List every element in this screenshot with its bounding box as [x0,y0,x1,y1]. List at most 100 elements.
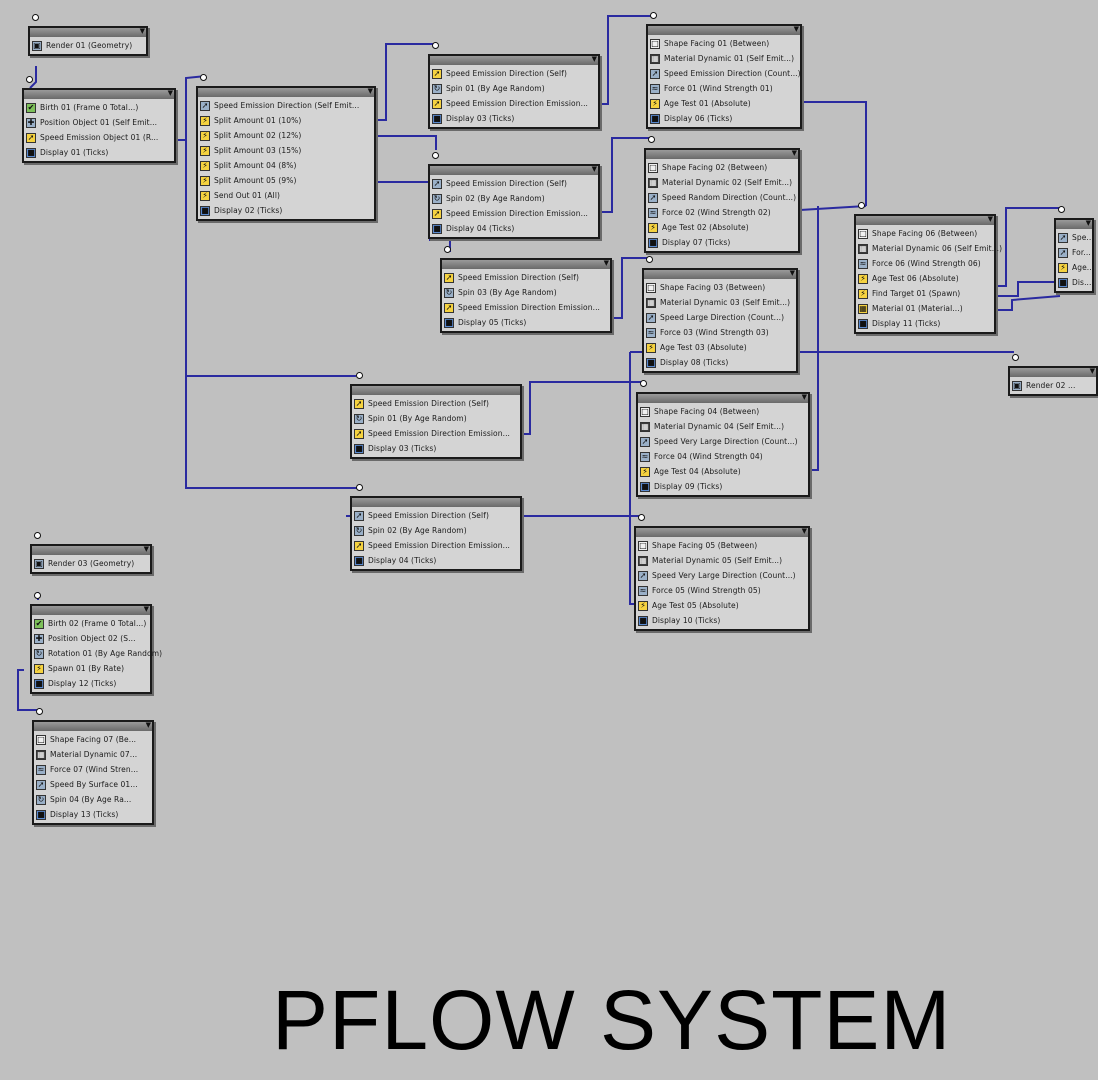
chevron-down-icon[interactable]: ▼ [143,605,149,613]
event-node[interactable]: ▼□Shape Facing 01 (Between)▦Material Dyn… [646,24,802,129]
input-port[interactable] [648,136,655,143]
operator-row[interactable]: ▦Material Dynamic 05 (Self Emit...) [638,553,808,568]
node-header[interactable]: ▼ [30,26,146,37]
operator-row[interactable]: ➚Speed Emission Direction Emission... [444,300,610,315]
operator-row[interactable]: ↻Spin 03 (By Age Random) [444,285,610,300]
operator-row[interactable]: ▦Material Dynamic 02 (Self Emit...) [648,175,798,190]
event-node[interactable]: ➚Speed Emission Direction (Self)↻Spin 02… [350,496,522,571]
operator-row[interactable]: ↻Spin 01 (By Age Random) [354,411,520,426]
operator-row[interactable]: □Shape Facing 05 (Between) [638,538,808,553]
operator-row[interactable]: ⚡Age Test 04 (Absolute) [640,464,808,479]
operator-row[interactable]: ■Display 07 (Ticks) [648,235,798,250]
chevron-down-icon[interactable]: ▼ [143,545,149,553]
event-node[interactable]: ▼ □Shape Facing 06 (Between)▦Material Dyn… [854,214,1002,334]
operator-row[interactable]: ⚡Age Test 02 (Absolute) [648,220,798,235]
operator-row[interactable]: ➚Speed Emission Direction (Self) [354,396,520,411]
event-node[interactable]: ▼▣Render 02 ... [1008,366,1098,396]
operator-row[interactable]: ➚Speed By Surface 01... [36,777,152,792]
operator-row[interactable]: ↻Spin 01 (By Age Random) [432,81,598,96]
event-node[interactable]: ➚Speed Emission Direction (Self)↻Spin 01… [350,384,522,459]
operator-row[interactable]: ≈Force 05 (Wind Strength 05) [638,583,808,598]
wire[interactable] [376,135,437,150]
operator-row[interactable]: □Shape Facing 06 (Between) [858,226,994,241]
operator-row[interactable]: ⚡Split Amount 04 (8%) [200,158,374,173]
operator-row[interactable]: ⚡Send Out 01 (All) [200,188,374,203]
operator-row[interactable]: □Shape Facing 01 (Between) [650,36,800,51]
input-port[interactable] [356,372,363,379]
event-node[interactable]: ▼➚Spe...➚For...⚡Age...■Dis... [1054,218,1094,293]
operator-row[interactable]: ■Display 04 (Ticks) [354,553,520,568]
event-node[interactable]: ▼ ✔Birth 02 (Frame 0 Total...)✚Position O… [30,604,162,694]
operator-row[interactable]: ■Display 13 (Ticks) [36,807,152,822]
operator-row[interactable]: ⚡Age Test 06 (Absolute) [858,271,994,286]
chevron-down-icon[interactable]: ▼ [1085,219,1091,227]
operator-row[interactable]: □Shape Facing 02 (Between) [648,160,798,175]
operator-row[interactable]: ▦Material Dynamic 07... [36,747,152,762]
wire[interactable] [994,281,1060,297]
input-port[interactable] [34,532,41,539]
operator-row[interactable]: ➚Speed Large Direction (Count...) [646,310,796,325]
operator-row[interactable]: ⚡Find Target 01 (Spawn) [858,286,994,301]
operator-row[interactable]: ➚Speed Emission Direction Emission... [354,426,520,441]
node-header[interactable]: ▼ [32,544,150,555]
event-node[interactable]: ▼➚Speed Emission Direction (Self)↻Spin 0… [428,54,600,129]
event-node[interactable]: ▼✔Birth 01 (Frame 0 Total...)✚Position O… [22,88,176,163]
input-port[interactable] [858,202,865,209]
operator-row[interactable]: ⚡Split Amount 02 (12%) [200,128,374,143]
operator-row[interactable]: ▣Render 01 (Geometry) [32,38,146,53]
wire[interactable] [994,207,1062,287]
operator-row[interactable]: ✚Position Object 02 (S... [34,631,150,646]
operator-row[interactable]: ▦Material Dynamic 04 (Self Emit...) [640,419,808,434]
chevron-down-icon[interactable]: ▼ [139,27,145,35]
event-node[interactable]: ▼ ▣Render 01 (Geometry) [28,26,148,56]
operator-row[interactable]: ■Dis... [1058,275,1092,290]
operator-row[interactable]: ▦Material Dynamic 01 (Self Emit...) [650,51,800,66]
operator-row[interactable]: ▦Material Dynamic 06 (Self Emit...) [858,241,1002,256]
operator-row[interactable]: ↻Spin 04 (By Age Ra... [36,792,152,807]
input-port[interactable] [444,246,451,253]
chevron-down-icon[interactable]: ▼ [367,87,373,95]
event-node[interactable]: ▼➚Speed Emission Direction (Self)↻Spin 0… [428,164,600,239]
operator-row[interactable]: ■Display 04 (Ticks) [432,221,598,236]
event-node[interactable]: ▼ ▣Render 03 (Geometry) [30,544,152,574]
input-port[interactable] [26,76,33,83]
operator-row[interactable]: ➚Speed Emission Direction (Self) [432,176,598,191]
node-header[interactable]: ▼ [430,54,598,65]
operator-row[interactable]: ■Display 02 (Ticks) [200,203,374,218]
operator-row[interactable]: ■Display 08 (Ticks) [646,355,796,370]
operator-row[interactable]: ≈Force 02 (Wind Strength 02) [648,205,798,220]
input-port[interactable] [32,14,39,21]
input-port[interactable] [432,152,439,159]
chevron-down-icon[interactable]: ▼ [987,215,993,223]
operator-row[interactable]: ≈Force 03 (Wind Strength 03) [646,325,796,340]
operator-row[interactable]: ↻Rotation 01 (By Age Random) [34,646,162,661]
event-node[interactable]: ▼□Shape Facing 02 (Between)▦Material Dyn… [644,148,800,253]
input-port[interactable] [1012,354,1019,361]
input-port[interactable] [200,74,207,81]
node-header[interactable]: ▼ [1056,218,1092,229]
operator-row[interactable]: ➚Speed Emission Direction (Count...) [650,66,801,81]
node-header[interactable]: ▼ [430,164,598,175]
operator-row[interactable]: ≈Force 01 (Wind Strength 01) [650,81,800,96]
operator-row[interactable]: ➚Speed Very Large Direction (Count...) [638,568,808,583]
operator-row[interactable]: ➚Speed Emission Direction (Self) [444,270,610,285]
input-port[interactable] [36,708,43,715]
operator-row[interactable]: □Shape Facing 07 (Be... [36,732,152,747]
input-port[interactable] [1058,206,1065,213]
wire[interactable] [520,381,644,435]
operator-row[interactable]: ✔Birth 02 (Frame 0 Total...) [34,616,150,631]
event-node[interactable]: ▼□Shape Facing 07 (Be...▦Material Dynami… [32,720,154,825]
chevron-down-icon[interactable]: ▼ [591,55,597,63]
operator-row[interactable]: □Shape Facing 03 (Between) [646,280,796,295]
operator-row[interactable]: ➚Speed Emission Direction Emission... [432,206,598,221]
operator-row[interactable]: ≈Force 04 (Wind Strength 04) [640,449,808,464]
operator-row[interactable]: ■Display 11 (Ticks) [858,316,994,331]
operator-row[interactable]: ⚡Age Test 01 (Absolute) [650,96,800,111]
operator-row[interactable]: ▣Render 03 (Geometry) [34,556,150,571]
operator-row[interactable]: ■Display 01 (Ticks) [26,145,174,160]
chevron-down-icon[interactable]: ▼ [603,259,609,267]
event-node[interactable]: ▼ ➚Speed Emission Direction (Self)↻Spin 0… [440,258,612,333]
operator-row[interactable]: ↻Spin 02 (By Age Random) [432,191,598,206]
chevron-down-icon[interactable]: ▼ [789,269,795,277]
